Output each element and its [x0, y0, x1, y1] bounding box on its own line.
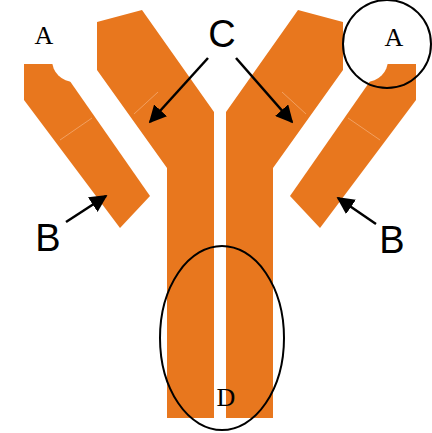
leader-arrow: [66, 196, 106, 222]
callout-letter: B: [35, 219, 60, 257]
domain-line: [60, 118, 92, 140]
antibody-half: [24, 10, 214, 418]
binding-site: [52, 38, 96, 82]
highlight-circle: [343, 0, 431, 88]
light-chain: [24, 64, 150, 228]
highlight-ellipse: [160, 246, 284, 430]
antibody-half: [226, 10, 416, 418]
domain-line: [134, 92, 158, 114]
leader-arrow: [338, 198, 376, 224]
region-letter: A: [35, 23, 54, 49]
callout-letter: C: [208, 15, 235, 53]
leader-arrow: [150, 58, 208, 122]
callout-letter: B: [379, 221, 404, 259]
region-letter: A: [385, 25, 404, 51]
region-letter: D: [217, 385, 236, 411]
leader-arrow: [236, 58, 292, 122]
